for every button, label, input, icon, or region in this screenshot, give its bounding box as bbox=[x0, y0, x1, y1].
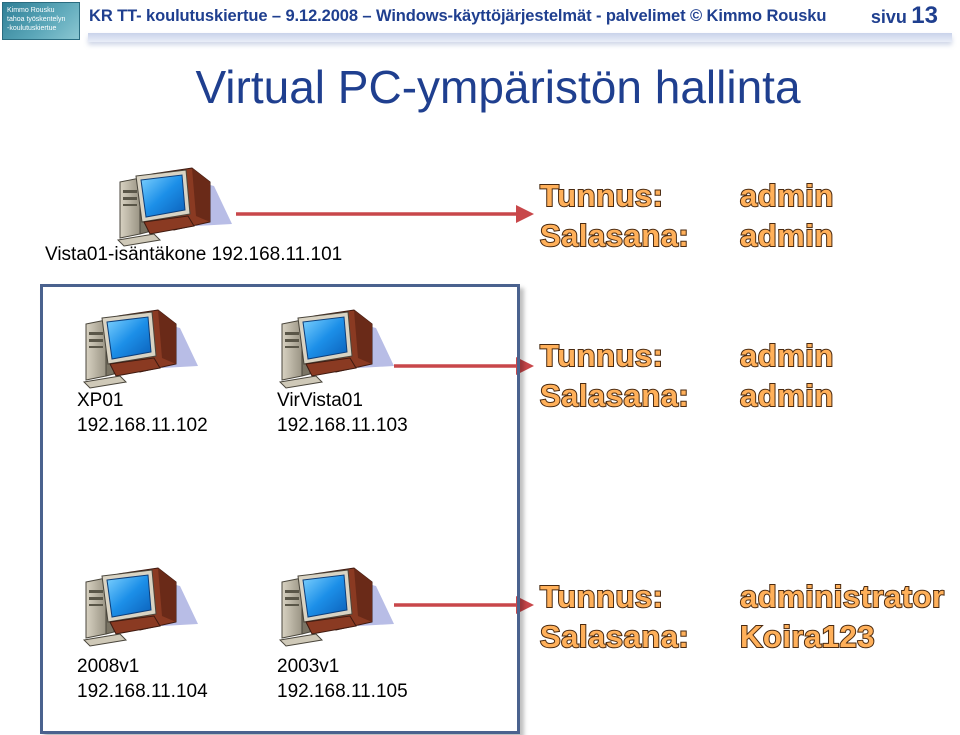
logo: Kimmo Rousku tahoa työskentelyn -koulutu… bbox=[2, 2, 80, 40]
logo-line: tahoa työskentelyn bbox=[7, 16, 66, 23]
vm-name: XP01 bbox=[77, 390, 124, 411]
page-number-value: 13 bbox=[911, 2, 938, 29]
row2-pass-label: Salasana: bbox=[539, 618, 690, 655]
xp01-computer-icon bbox=[80, 306, 204, 390]
row2-user-value: administrator bbox=[739, 578, 945, 615]
vm-ip: 192.168.11.104 bbox=[77, 681, 208, 702]
vm-ip: 192.168.11.102 bbox=[77, 415, 208, 436]
vm-ip: 192.168.11.103 bbox=[277, 415, 408, 436]
host-label: Vista01-isäntäkone 192.168.11.101 bbox=[45, 244, 343, 265]
vm-label-virvista01: VirVista01 192.168.11.103 bbox=[277, 388, 408, 438]
vm-name: 2008v1 bbox=[77, 656, 140, 677]
host-pass-value: admin bbox=[739, 217, 834, 254]
host-user-value: admin bbox=[739, 177, 834, 214]
virvista01-computer-icon bbox=[276, 306, 400, 390]
row2-arrow bbox=[394, 596, 534, 614]
2008v1-computer-icon bbox=[80, 564, 204, 648]
host-computer-icon bbox=[114, 164, 238, 248]
vm-name: VirVista01 bbox=[277, 390, 363, 411]
header-rule bbox=[88, 33, 952, 42]
host-pass-label: Salasana: bbox=[539, 217, 690, 254]
row1-user-value: admin bbox=[739, 337, 834, 374]
logo-line: Kimmo Rousku bbox=[7, 7, 55, 14]
row1-pass-value: admin bbox=[739, 377, 834, 414]
host-user-label: Tunnus: bbox=[539, 177, 664, 214]
vm-label-xp01: XP01 192.168.11.102 bbox=[77, 388, 208, 438]
logo-line: -koulutuskiertue bbox=[7, 25, 57, 32]
vm-label-2003v1: 2003v1 192.168.11.105 bbox=[277, 654, 408, 704]
page-word: sivu bbox=[870, 7, 907, 27]
host-arrow bbox=[236, 205, 534, 223]
row1-pass-label: Salasana: bbox=[539, 377, 690, 414]
row1-user-label: Tunnus: bbox=[539, 337, 664, 374]
virtual-machines-box bbox=[40, 284, 520, 734]
header-text: KR TT- koulutuskiertue – 9.12.2008 – Win… bbox=[89, 7, 827, 25]
page-title: Virtual PC-ympäristön hallinta bbox=[195, 61, 801, 113]
vm-ip: 192.168.11.105 bbox=[277, 681, 408, 702]
vm-label-2008v1: 2008v1 192.168.11.104 bbox=[77, 654, 208, 704]
row2-user-label: Tunnus: bbox=[539, 578, 664, 615]
vm-name: 2003v1 bbox=[277, 656, 340, 677]
page-number: sivu 13 bbox=[871, 2, 938, 30]
row1-arrow bbox=[394, 357, 534, 375]
row2-pass-value: Koira123 bbox=[739, 618, 875, 655]
2003v1-computer-icon bbox=[276, 564, 400, 648]
